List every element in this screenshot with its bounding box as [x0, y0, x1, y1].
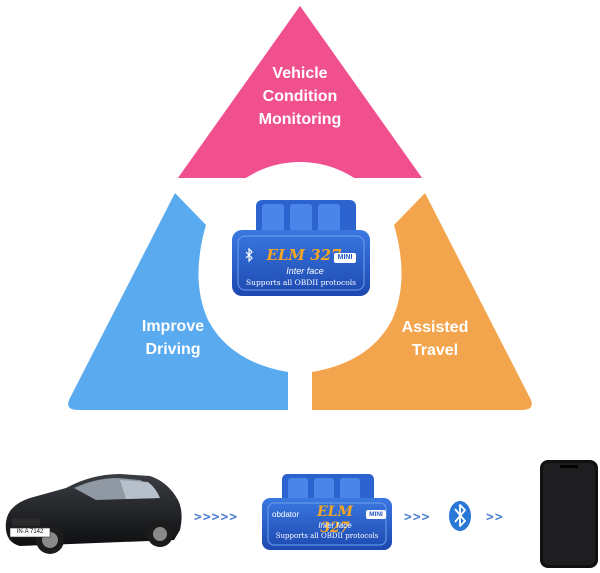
flow-arrow-car-to-device: >>>>>: [194, 510, 239, 525]
obd-device-center: [232, 200, 370, 296]
device-model-tag: MINI: [334, 253, 356, 263]
label-improve-driving: Improve Driving: [141, 318, 205, 358]
label-assisted-travel: Assisted Travel: [401, 319, 469, 359]
device-brand-label: ELM 327: [266, 246, 342, 264]
segment-left: [68, 193, 288, 410]
flow-arrow-bluetooth-to-phone: >>: [486, 510, 504, 525]
device-sublabel: Inter face: [286, 266, 324, 276]
segment-right: [312, 193, 532, 410]
device-protocols: Supports all OBDII protocols: [246, 278, 356, 287]
car-license-plate: IN·A 7142: [16, 529, 44, 535]
device-sublabel-bottom: Inter face: [318, 521, 352, 530]
device-model-tag-bottom: MINI: [366, 510, 386, 519]
device-protocols-bottom: Supports all OBDII protocols: [275, 532, 379, 540]
flow-arrow-device-to-bluetooth: >>>: [404, 510, 431, 525]
device-brand-label-bottom: ELM 327: [316, 504, 353, 536]
device-maker-label: obdator: [272, 510, 300, 519]
label-vehicle-condition: Vehicle Condition Monitoring: [258, 65, 342, 128]
